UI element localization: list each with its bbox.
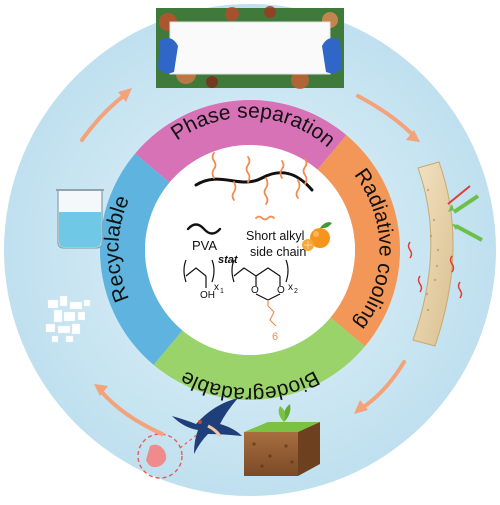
sun-arrow-red	[447, 185, 471, 205]
alkyl-legend-label-line2: side chain	[250, 245, 306, 259]
arrow-top-left	[80, 92, 128, 142]
heat-waves	[407, 241, 463, 299]
formula-o2: O	[277, 285, 285, 296]
stomach-icon	[137, 433, 199, 479]
formula-x1: x	[214, 282, 219, 293]
chemical-formula	[183, 259, 289, 327]
formula-n: 6	[272, 331, 278, 343]
pva-legend-line	[186, 223, 222, 235]
soil-block-icon	[244, 404, 320, 476]
beaker-icon	[56, 189, 104, 249]
film-photo	[156, 6, 344, 89]
polymer-chain-illustration	[194, 152, 314, 205]
arrow-bottom-left	[98, 388, 164, 436]
pva-legend-label: PVA	[192, 238, 217, 253]
formula-x1-sub: 1	[220, 288, 224, 295]
formula-stat: stat	[218, 254, 239, 266]
pva-backbone	[194, 171, 314, 192]
inner-disk	[145, 145, 355, 355]
formula-x2: x	[288, 282, 293, 293]
alkyl-legend-line	[255, 215, 275, 221]
chemical-formula-text: stat OH x 1 O O x 2 6	[200, 254, 298, 343]
cycle-arrowheads	[94, 88, 420, 414]
ring-segment-recyclable	[100, 153, 183, 365]
swallow-bird-icon	[172, 398, 242, 454]
center-legend: PVA Short alkyl side chain	[186, 215, 332, 259]
ring-segment-radiative	[317, 135, 400, 347]
alkyl-legend-label-line1: Short alkyl	[246, 229, 304, 243]
sun-arrow-green-1	[452, 194, 480, 214]
segment-ring	[100, 100, 400, 400]
alkyl-side-chains	[211, 152, 308, 205]
formula-oh: OH	[200, 290, 215, 301]
glove-left	[158, 38, 178, 74]
orange-icon	[302, 222, 332, 251]
formula-o1: O	[251, 285, 259, 296]
ring-segment-phase	[135, 100, 347, 183]
glove-right	[322, 38, 342, 74]
radiative-film-illustration	[407, 161, 483, 347]
recycled-fragments-icon	[45, 295, 91, 343]
ring-segment-biodegradable	[153, 317, 365, 400]
sandy-film	[412, 161, 454, 347]
arrow-top-right	[356, 94, 416, 138]
formula-x2-sub: 2	[294, 288, 298, 295]
arrow-bottom-right	[360, 360, 406, 410]
cycle-arrows	[80, 92, 416, 436]
sun-arrow-green-2	[455, 224, 483, 242]
